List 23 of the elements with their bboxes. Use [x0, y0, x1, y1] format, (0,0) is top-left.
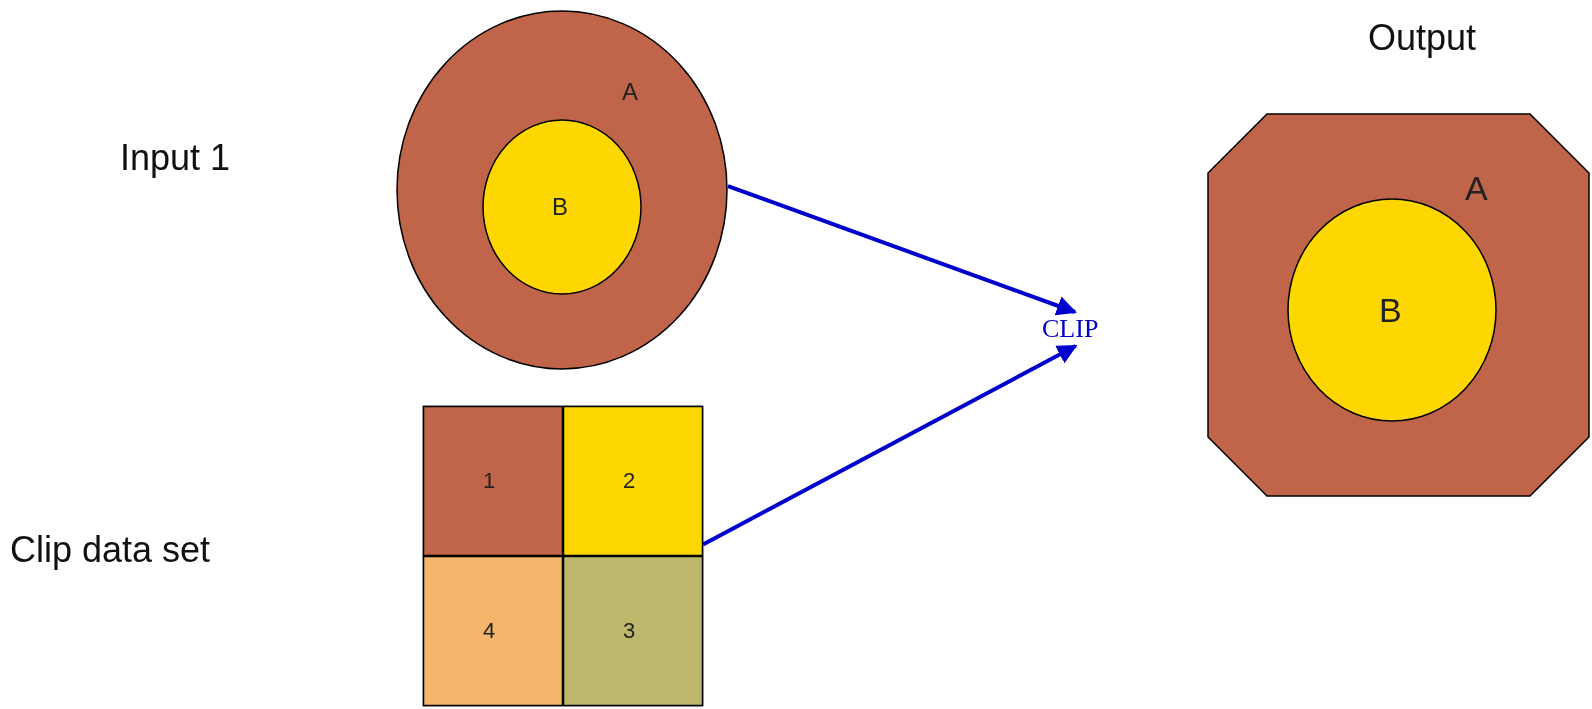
- cell-number: 3: [623, 620, 636, 642]
- region-circle: [482, 119, 642, 295]
- panel-caption: Output: [1368, 20, 1477, 56]
- panel-caption: Clip data set: [10, 532, 211, 568]
- region-letter: A: [622, 80, 638, 104]
- grid-cell: [423, 406, 563, 556]
- operation-label: CLIP: [1042, 316, 1099, 342]
- panel-caption: Input 1: [120, 140, 231, 176]
- cell-number: 2: [623, 470, 636, 492]
- arrow: [727, 184, 1077, 316]
- region-letter: B: [552, 195, 568, 219]
- grid-cell: [423, 556, 563, 706]
- clip-grid: [423, 406, 703, 706]
- region-letter: B: [1379, 293, 1402, 327]
- cell-number: 1: [483, 470, 496, 492]
- arrow: [702, 344, 1078, 547]
- region-letter: A: [1465, 171, 1488, 205]
- cell-number: 4: [483, 620, 496, 642]
- region-circle: [396, 10, 728, 370]
- output-region: [1207, 113, 1590, 497]
- grid-cell: [563, 406, 703, 556]
- region-circle: [1287, 198, 1497, 422]
- grid-cell: [563, 556, 703, 706]
